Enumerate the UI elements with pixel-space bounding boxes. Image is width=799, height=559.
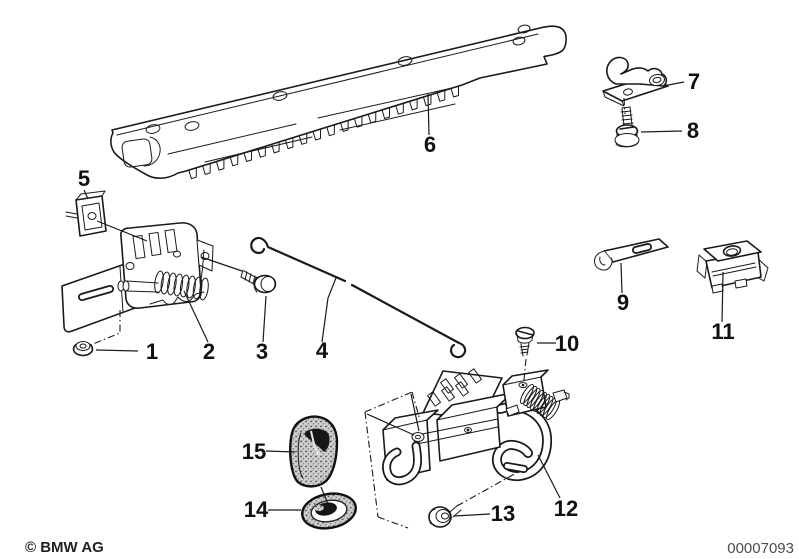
callout-12: 12: [537, 454, 578, 521]
callout-6: 6: [424, 93, 436, 157]
part-14-grommet: [301, 492, 357, 530]
rail-teeth: [185, 84, 463, 180]
callout-14: 14: [244, 497, 301, 522]
callout-11-label: 11: [711, 319, 734, 344]
callout-10-label: 10: [555, 331, 579, 356]
callout-2-label: 2: [203, 339, 215, 364]
callout-13: 13: [453, 501, 515, 526]
callout-15: 15: [242, 439, 296, 464]
part-13-bolt: [428, 504, 462, 528]
callout-3-label: 3: [256, 339, 268, 364]
callout-9-label: 9: [617, 290, 629, 315]
callout-12-label: 12: [554, 496, 578, 521]
part-12-lock-assembly: [382, 368, 570, 486]
callout-1-label: 1: [146, 339, 158, 364]
part-2-spring-coils: [154, 270, 209, 301]
callout-15-label: 15: [242, 439, 266, 464]
callout-9: 9: [617, 262, 629, 315]
footer-drawing-number: 00007093: [727, 540, 794, 557]
part-9-lever: [594, 238, 669, 271]
callout-2: 2: [183, 290, 215, 364]
callout-1: 1: [95, 339, 158, 364]
callout-4: 4: [316, 277, 337, 363]
part-1-nut: [72, 341, 94, 357]
part-8-screw: [614, 106, 640, 148]
callout-4-label: 4: [316, 338, 329, 363]
callout-3: 3: [256, 295, 268, 364]
part-10-screw: [515, 326, 535, 357]
center-axis-lines: [87, 97, 626, 529]
callout-10: 10: [537, 331, 579, 356]
callout-8: 8: [640, 118, 699, 143]
pointer-lines: [96, 220, 420, 505]
callout-6-label: 6: [424, 132, 436, 157]
part-2-latch-assembly: [61, 222, 214, 333]
callout-5-label: 5: [78, 166, 90, 191]
callout-11: 11: [711, 271, 735, 344]
part-7-hook-bracket: [602, 56, 669, 107]
callout-13-label: 13: [491, 501, 515, 526]
part-4-wire-rod: [250, 236, 467, 359]
callout-7-label: 7: [688, 69, 700, 94]
callout-8-label: 8: [687, 118, 699, 143]
part-12-spring-coils: [520, 383, 560, 421]
part-11-cage-nut: [696, 240, 769, 294]
footer-copyright: © BMW AG: [25, 539, 104, 556]
part-6-rail: [110, 24, 567, 180]
part-15-plug: [289, 415, 339, 488]
callout-7: 7: [662, 69, 700, 94]
callout-5: 5: [78, 166, 90, 200]
part-3-bolt: [240, 269, 277, 294]
callout-14-label: 14: [244, 497, 269, 522]
part-5-clip: [65, 190, 107, 237]
